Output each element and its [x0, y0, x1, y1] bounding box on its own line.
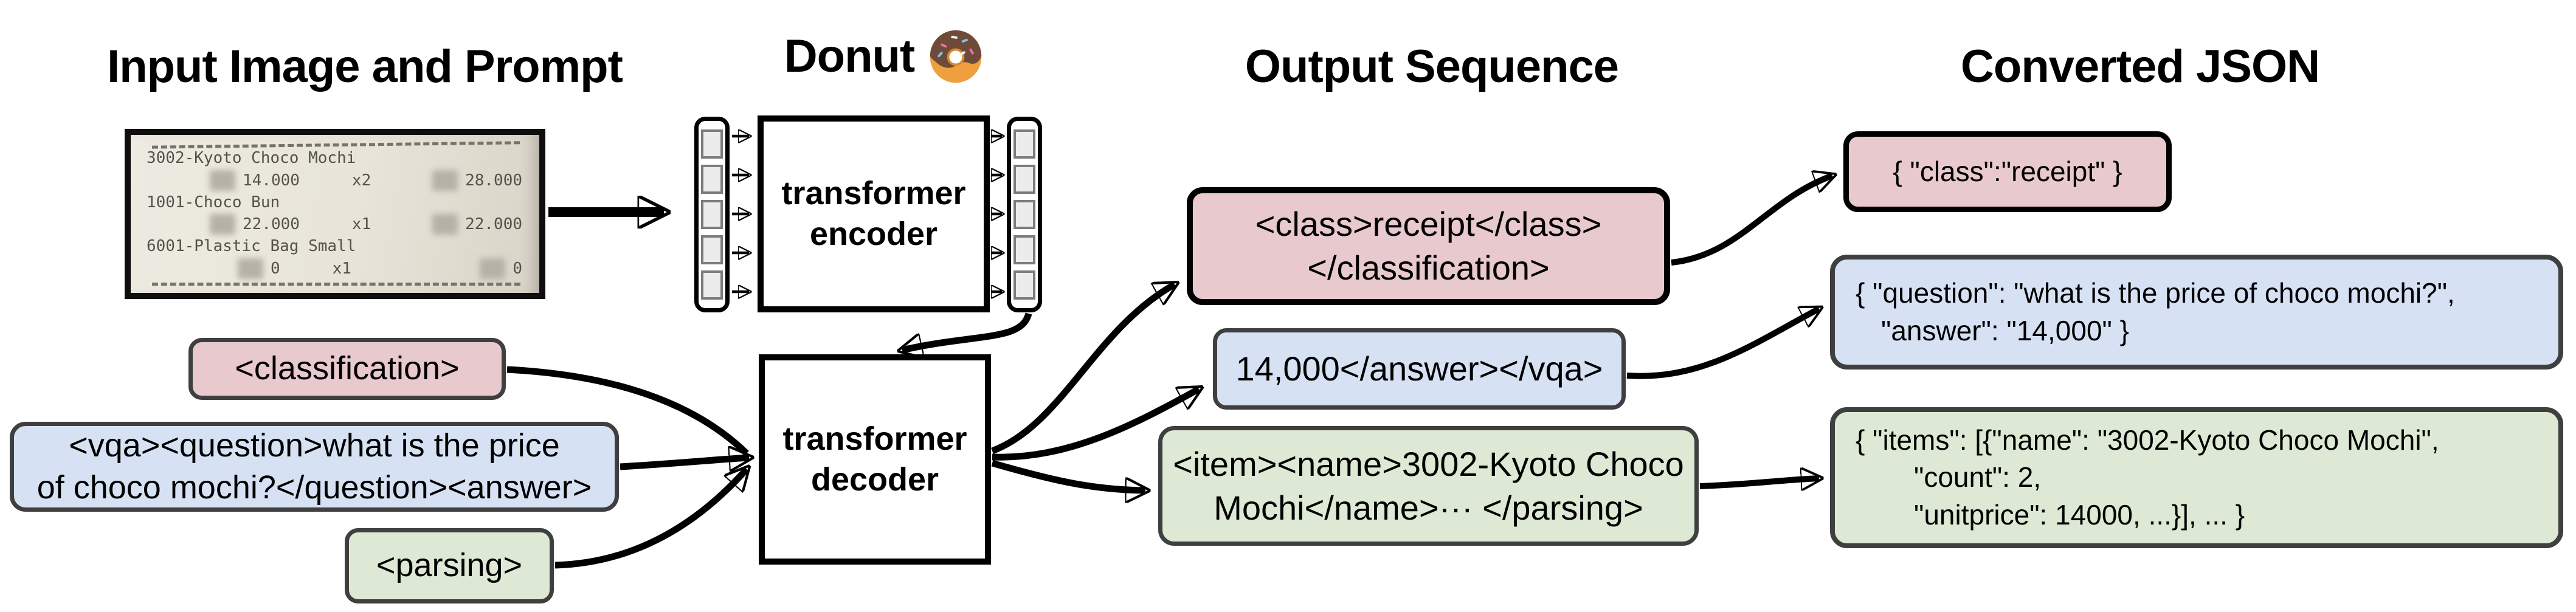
arrow-encoder-to-decoder	[902, 312, 1032, 350]
receipt-line-item: 6001-Plastic Bag Small	[147, 237, 356, 256]
donut-icon	[930, 30, 982, 83]
json-column-title: Converted JSON	[1961, 41, 2320, 92]
transformer-encoder-box: transformer encoder	[758, 115, 990, 312]
redaction-blur	[480, 258, 506, 279]
receipt-line-amount: 22.000 x1 22.000	[147, 214, 526, 235]
parsing-output-line1: <item><name>3002-Kyoto Choco	[1173, 444, 1684, 483]
decoder-label-line2: decoder	[810, 461, 939, 498]
input-column-title: Input Image and Prompt	[107, 41, 623, 92]
redaction-blur	[432, 170, 458, 191]
receipt-price: 0	[238, 258, 280, 279]
classification-prompt-box: <classification>	[188, 338, 506, 400]
input-patch-token-column	[694, 117, 730, 312]
receipt-line-amount: 0 x1 0	[147, 258, 526, 279]
receipt-line-item: 1001-Choco Bun	[147, 193, 280, 211]
parsing-output-line2: Mochi</name>··· </parsing>	[1214, 488, 1643, 527]
vqa-json-box: { "question": "what is the price of choc…	[1830, 255, 2563, 370]
redaction-blur	[238, 258, 263, 279]
redaction-blur	[210, 170, 235, 191]
receipt-line-amount: 14.000 x2 28.000	[147, 170, 526, 191]
receipt-divider-bottom	[152, 282, 520, 286]
classification-output-box: <class>receipt</class> </classification>	[1187, 187, 1670, 305]
patch-token	[701, 270, 723, 300]
vqa-prompt-line2: of choco mochi?</question><answer>	[36, 469, 592, 506]
receipt-total: 28.000	[432, 170, 522, 191]
patch-token	[1013, 235, 1035, 264]
parsing-json-line2: "count": 2,	[1914, 461, 2042, 493]
patch-token	[701, 165, 723, 194]
parsing-prompt-box: <parsing>	[345, 528, 554, 603]
receipt-total: 22.000	[432, 214, 522, 235]
receipt-line-item: 3002-Kyoto Choco Mochi	[147, 149, 356, 168]
parsing-json-line1: { "items": [{"name": "3002-Kyoto Choco M…	[1856, 424, 2439, 456]
patch-token	[1013, 129, 1035, 159]
receipt-content: 3002-Kyoto Choco Mochi 14.000 x2 28.000 …	[131, 135, 539, 293]
output-patch-token-column	[1007, 117, 1042, 312]
vqa-prompt-box: <vqa><question>what is the price of choc…	[10, 422, 619, 512]
patch-token	[1013, 200, 1035, 229]
classification-json-box: { "class":"receipt" }	[1843, 131, 2172, 212]
output-column-title: Output Sequence	[1245, 41, 1619, 92]
vqa-output-box: 14,000</answer></vqa>	[1213, 328, 1626, 410]
classification-output-line2: </classification>	[1307, 249, 1550, 287]
encoder-label-line1: transformer	[781, 174, 966, 211]
model-title-label: Donut	[784, 30, 915, 82]
arrow-decoder-to-parsing-output	[991, 459, 1145, 490]
patch-token	[701, 235, 723, 264]
model-column-title: Donut	[751, 27, 1018, 85]
receipt-price: 14.000	[210, 170, 300, 191]
receipt-image: 3002-Kyoto Choco Mochi 14.000 x2 28.000 …	[125, 129, 545, 299]
redaction-blur	[210, 214, 235, 235]
arrow-classification-output-to-json	[1671, 176, 1832, 266]
vqa-prompt-line1: <vqa><question>what is the price	[69, 427, 560, 464]
receipt-qty: x2	[351, 171, 371, 190]
classification-output-line1: <class>receipt</class>	[1255, 205, 1602, 244]
receipt-price: 22.000	[210, 214, 300, 235]
patch-token	[701, 200, 723, 229]
receipt-qty: x1	[351, 215, 371, 234]
encoder-label-line2: encoder	[809, 216, 938, 252]
arrow-parsing-output-to-json	[1699, 478, 1819, 486]
decoder-label-line1: transformer	[782, 420, 967, 457]
vqa-json-line1: { "question": "what is the price of choc…	[1856, 277, 2455, 309]
parsing-json-box: { "items": [{"name": "3002-Kyoto Choco M…	[1830, 407, 2563, 548]
parsing-json-line3: "unitprice": 14000, ...}], ... }	[1914, 498, 2245, 531]
patch-token	[701, 129, 723, 159]
receipt-qty: x1	[332, 259, 351, 278]
receipt-total: 0	[480, 258, 522, 279]
receipt-divider-top	[152, 141, 520, 149]
transformer-decoder-box: transformer decoder	[759, 354, 991, 565]
arrow-vqa-prompt-to-decoder	[620, 458, 749, 467]
arrow-vqa-output-to-json	[1626, 309, 1819, 379]
parsing-output-box: <item><name>3002-Kyoto Choco Mochi</name…	[1158, 426, 1699, 546]
patch-token	[1013, 270, 1035, 300]
patch-token	[1013, 165, 1035, 194]
vqa-json-line2: "answer": "14,000" }	[1881, 314, 2130, 346]
redaction-blur	[432, 214, 458, 235]
